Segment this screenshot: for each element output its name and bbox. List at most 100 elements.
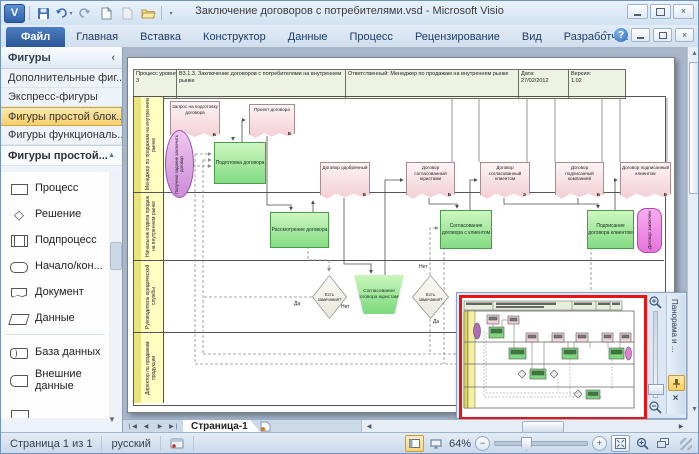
pan-zoom-viewport[interactable] — [459, 295, 647, 419]
tab-view[interactable]: Вид — [521, 31, 542, 43]
open-button[interactable] — [139, 5, 157, 22]
vertical-scrollbar-thumb[interactable] — [689, 62, 698, 194]
last-page-button[interactable]: ▶❘ — [169, 424, 179, 430]
scroll-down-icon[interactable]: ▼ — [108, 415, 116, 424]
date-cell[interactable]: Дата:27/02/2012 — [518, 69, 575, 99]
pan-zoom-slider[interactable] — [647, 311, 664, 398]
language-indicator[interactable]: русский — [102, 436, 161, 451]
scrollbar-thumb[interactable] — [110, 242, 122, 270]
pan-zoom-slider-thumb[interactable] — [647, 384, 664, 395]
horizontal-scrollbar[interactable]: ◀ ▶ — [361, 420, 688, 433]
scroll-up-icon[interactable]: ▲ — [108, 152, 115, 159]
switch-windows-button[interactable] — [655, 436, 672, 451]
insert-page-button[interactable] — [259, 421, 273, 432]
shape-item-decision[interactable]: ◇ Решение — [1, 202, 109, 228]
zoom-window-button[interactable] — [634, 436, 651, 451]
owner-cell[interactable]: Ответственный: Менеджер по продажам на в… — [345, 69, 525, 99]
save-button[interactable] — [34, 5, 52, 22]
process-review-contract[interactable]: Рассмотрение договора — [270, 212, 329, 248]
new-document-button[interactable] — [97, 5, 115, 22]
help-icon[interactable]: ? — [614, 28, 628, 42]
page-indicator[interactable]: Страница 1 из 1 — [1, 436, 103, 451]
scroll-left-arrow[interactable]: ◀ — [366, 424, 372, 430]
zoom-level[interactable]: 64% — [448, 437, 471, 450]
macro-indicator[interactable] — [161, 436, 194, 451]
pan-zoom-title-bar[interactable]: Панорама и ... × — [666, 295, 685, 414]
scroll-up-arrow[interactable]: ▲ — [691, 50, 698, 57]
stencil-tab-cross-functional[interactable]: Фигуры функциональ... — [1, 126, 122, 145]
zoom-in-button[interactable]: + — [592, 436, 607, 451]
process-agree-lawyers[interactable]: Согласование договора юристами — [354, 275, 404, 314]
window-mode-button[interactable] — [404, 435, 424, 452]
first-page-button[interactable]: ❘◀ — [127, 424, 137, 430]
stencil-tab-more-shapes[interactable]: Дополнительные фиг... — [1, 69, 122, 88]
restore-document-button[interactable] — [653, 28, 672, 42]
pan-zoom-window[interactable]: Панорама и ... × — [456, 292, 687, 419]
previous-page-button[interactable]: ◀ — [143, 424, 149, 430]
shape-item-subprocess[interactable]: Подпроцесс — [1, 228, 109, 254]
tab-process[interactable]: Процесс — [349, 31, 393, 43]
pan-zoom-close-button[interactable]: × — [668, 391, 683, 405]
process-level-cell[interactable]: Процесс уровня 3 — [133, 69, 183, 99]
fit-page-button[interactable] — [611, 435, 630, 452]
visio-app-icon[interactable]: V — [4, 3, 25, 23]
tab-file[interactable]: Файл — [6, 27, 66, 47]
shape-item-database[interactable]: База данных — [1, 340, 109, 366]
decision-remarks-1[interactable]: Есть замечания? — [312, 275, 347, 319]
shape-item-document[interactable]: Документ — [1, 280, 109, 306]
minimize-document-button[interactable] — [631, 28, 650, 42]
process-sign-client[interactable]: Подписание договора клиентом — [587, 210, 634, 249]
lane-label-1[interactable]: Менеджер по продажам на внутреннем рынке — [141, 97, 164, 192]
zoom-out-button[interactable]: − — [475, 436, 490, 451]
next-page-button[interactable]: ▶ — [157, 424, 163, 430]
scroll-down-arrow[interactable]: ▼ — [691, 406, 698, 413]
tab-review[interactable]: Рецензирование — [414, 31, 500, 43]
end-event[interactable]: Договор заключен — [637, 208, 662, 253]
minimize-window-button[interactable] — [627, 4, 648, 19]
shape-item-start-end[interactable]: Начало/кон... — [1, 254, 109, 280]
tab-insert[interactable]: Вставка — [140, 31, 182, 43]
customize-qat-button[interactable]: ▾ — [169, 10, 173, 17]
process-prepare-contract[interactable]: Подготовка договора — [214, 142, 266, 184]
redo-button[interactable] — [76, 5, 94, 22]
lane-label-2[interactable]: Начальник отдела продаж на внутреннем ры… — [141, 193, 164, 260]
tab-design[interactable]: Конструктор — [203, 31, 266, 43]
tab-developer[interactable]: Разработчик — [563, 31, 628, 43]
vertical-scrollbar[interactable]: ▲ ▼ — [687, 47, 698, 419]
zoom-slider[interactable] — [494, 437, 588, 451]
tab-home[interactable]: Главная — [76, 31, 119, 43]
lane-label-3[interactable]: Руководитель юридической службы — [141, 261, 164, 332]
shape-item-external-data[interactable]: Внешние данные — [1, 366, 109, 396]
restore-window-button[interactable] — [650, 4, 671, 19]
process-agree-client[interactable]: Согласование договора с клиентом — [440, 210, 492, 249]
zoom-in-icon[interactable] — [648, 295, 662, 309]
drawing-page[interactable]: Процесс уровня 3 В3.1.3. Заключение дого… — [127, 57, 675, 413]
decision-remarks-2[interactable]: Есть замечания? — [412, 275, 449, 319]
tab-data[interactable]: Данные — [287, 31, 328, 43]
close-window-button[interactable]: × — [673, 4, 694, 19]
lane-label-4[interactable]: Директор по продажам продукции — [141, 333, 164, 403]
pin-button[interactable] — [668, 375, 685, 391]
version-cell[interactable]: Версия:1.02 — [568, 69, 626, 99]
page-tab-active[interactable]: Страница-1 — [183, 420, 261, 433]
zoom-out-icon[interactable] — [648, 400, 662, 414]
undo-button[interactable]: ▾ — [55, 5, 73, 22]
drawing-canvas[interactable]: Процесс уровня 3 В3.1.3. Заключение дого… — [123, 47, 687, 419]
presentation-mode-button[interactable] — [428, 436, 445, 451]
shape-item-data[interactable]: Данные — [1, 306, 109, 332]
zoom-slider-thumb[interactable] — [521, 437, 532, 451]
stencil-tab-quick-shapes[interactable]: Экспресс-фигуры — [1, 88, 122, 107]
resize-grip[interactable] — [680, 437, 692, 450]
scroll-right-arrow[interactable]: ▶ — [678, 424, 684, 430]
start-event[interactable]: Получено задание заключить договор — [165, 130, 194, 198]
process-name-cell[interactable]: В3.1.3. Заключение договоров с потребите… — [176, 69, 352, 99]
close-document-button[interactable]: × — [675, 28, 694, 42]
shape-item-process[interactable]: Процесс — [1, 176, 109, 202]
minimize-ribbon-icon[interactable]: ⌃ — [600, 29, 610, 41]
